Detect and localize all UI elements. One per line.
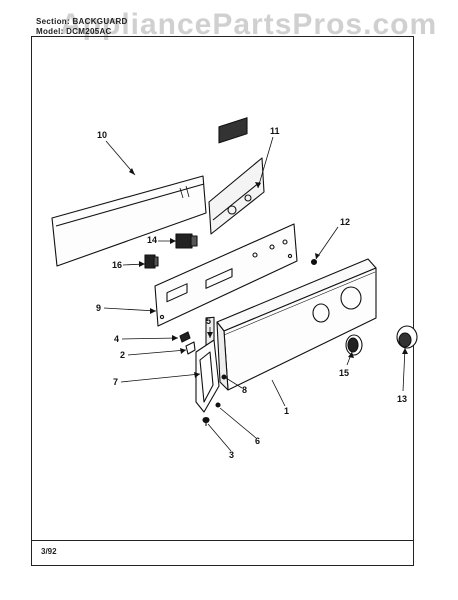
section-title: Section: BACKGUARD (36, 17, 128, 26)
footer-divider (31, 540, 414, 541)
part-control-bracket (208, 117, 265, 235)
part-knob-13 (396, 325, 418, 349)
callout-15: 15 (339, 368, 350, 378)
callout-14: 14 (147, 235, 158, 245)
callout-4: 4 (114, 334, 120, 344)
part-screw-8 (221, 374, 227, 380)
part-clip-4 (179, 331, 191, 343)
callout-16: 16 (112, 260, 123, 270)
part-knob-15 (345, 334, 363, 356)
callout-7: 7 (113, 377, 119, 387)
callout-5: 5 (206, 316, 212, 326)
watermark: AppliancePartsPros.com (60, 8, 438, 41)
footer-code: 3/92 (41, 547, 57, 556)
model-title: Model: DCM205AC (36, 27, 112, 36)
callout-6: 6 (255, 436, 261, 446)
part-screw-12 (310, 258, 318, 266)
callout-9: 9 (96, 303, 102, 313)
part-panel-backing (154, 223, 298, 327)
callout-12: 12 (340, 217, 351, 227)
callout-8: 8 (242, 385, 248, 395)
part-small-switch (144, 254, 159, 269)
leader-lines (103, 136, 406, 452)
part-end-cap (195, 339, 220, 413)
diagram-frame (31, 36, 414, 566)
part-screw-6 (215, 402, 221, 408)
part-screw-3 (202, 416, 210, 426)
callout-1: 1 (284, 406, 290, 416)
part-rear-panel (51, 175, 207, 267)
callout-10: 10 (97, 130, 108, 140)
part-front-console (216, 258, 377, 391)
callout-13: 13 (397, 394, 408, 404)
part-switch (175, 233, 198, 249)
callout-2: 2 (120, 350, 126, 360)
callout-11: 11 (270, 126, 280, 136)
callout-3: 3 (229, 450, 235, 460)
